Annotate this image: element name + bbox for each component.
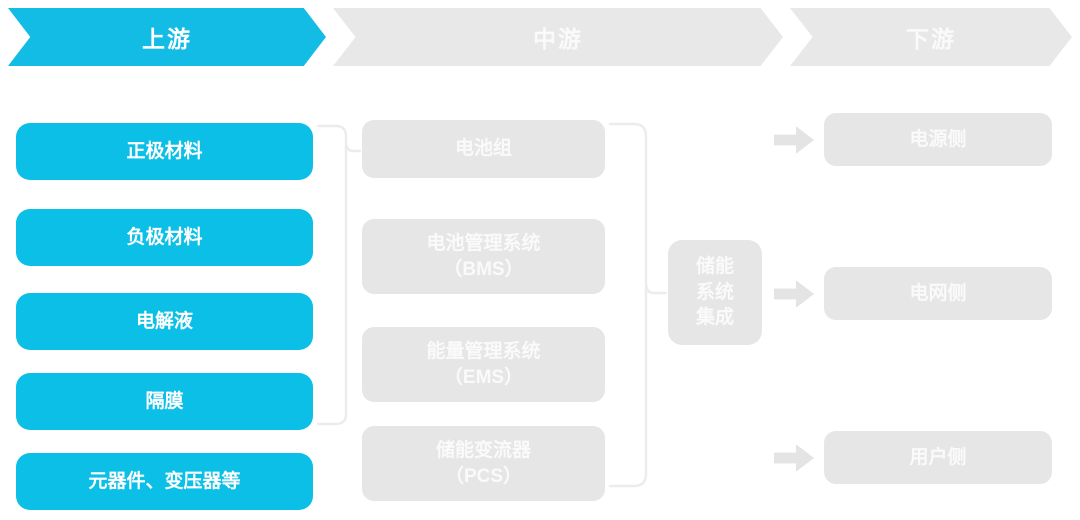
downstream-node-label: 电源侧 — [909, 128, 967, 150]
midstream-node-pcs[interactable]: 储能变流器 （PCS） — [362, 426, 605, 501]
upstream-node-electrolyte[interactable]: 电解液 — [16, 293, 313, 350]
system-integration-label-line3: 集成 — [695, 307, 734, 329]
right-arrow-icon — [774, 126, 814, 154]
system-integration-label-line1: 储能 — [695, 256, 734, 278]
system-integration-label-line2: 系统 — [695, 281, 734, 303]
midstream-node-label-line1: 储能变流器 — [435, 440, 531, 462]
upstream-node-label: 元器件、变压器等 — [88, 470, 241, 492]
midstream-node-label-line2: （BMS） — [443, 258, 524, 280]
downstream-node-power-generation-side[interactable]: 电源侧 — [824, 113, 1052, 166]
upstream-node-components-transformers[interactable]: 元器件、变压器等 — [16, 453, 313, 510]
downstream-node-label: 用户侧 — [909, 446, 967, 468]
upstream-node-label: 负极材料 — [126, 226, 203, 248]
stage-header-upstream-label: 上游 — [142, 26, 192, 52]
midstream-node-bms[interactable]: 电池管理系统 （BMS） — [362, 219, 605, 294]
upstream-node-label: 正极材料 — [126, 140, 203, 162]
stage-header-midstream-label: 中游 — [533, 26, 583, 52]
upstream-node-label: 隔膜 — [145, 390, 184, 412]
downstream-node-grid-side[interactable]: 电网侧 — [824, 267, 1052, 320]
midstream-node-label-line2: （EMS） — [443, 366, 524, 388]
midstream-node-label-line1: 能量管理系统 — [426, 341, 541, 363]
upstream-node-cathode-material[interactable]: 正极材料 — [16, 123, 313, 180]
midstream-node-ems[interactable]: 能量管理系统 （EMS） — [362, 327, 605, 402]
midstream-node-battery-pack[interactable]: 电池组 — [362, 120, 605, 178]
downstream-node-user-side[interactable]: 用户侧 — [824, 431, 1052, 484]
stage-header-upstream[interactable]: 上游 — [8, 8, 326, 66]
downstream-node-label: 电网侧 — [909, 282, 967, 304]
stage-header-downstream-label: 下游 — [906, 26, 956, 52]
midstream-node-label-line1: 电池管理系统 — [426, 233, 541, 255]
stage-header-midstream[interactable]: 中游 — [333, 8, 783, 66]
upstream-node-separator[interactable]: 隔膜 — [16, 373, 313, 430]
midstream-node-label-line2: （PCS） — [444, 465, 523, 487]
system-integration-node[interactable]: 储能 系统 集成 — [668, 240, 762, 345]
right-arrow-icon — [774, 280, 814, 308]
right-arrow-icon — [774, 444, 814, 472]
upstream-node-anode-material[interactable]: 负极材料 — [16, 209, 313, 266]
stage-header-downstream[interactable]: 下游 — [790, 8, 1072, 66]
upstream-node-label: 电解液 — [135, 310, 193, 332]
midstream-node-label-line1: 电池组 — [454, 138, 512, 160]
